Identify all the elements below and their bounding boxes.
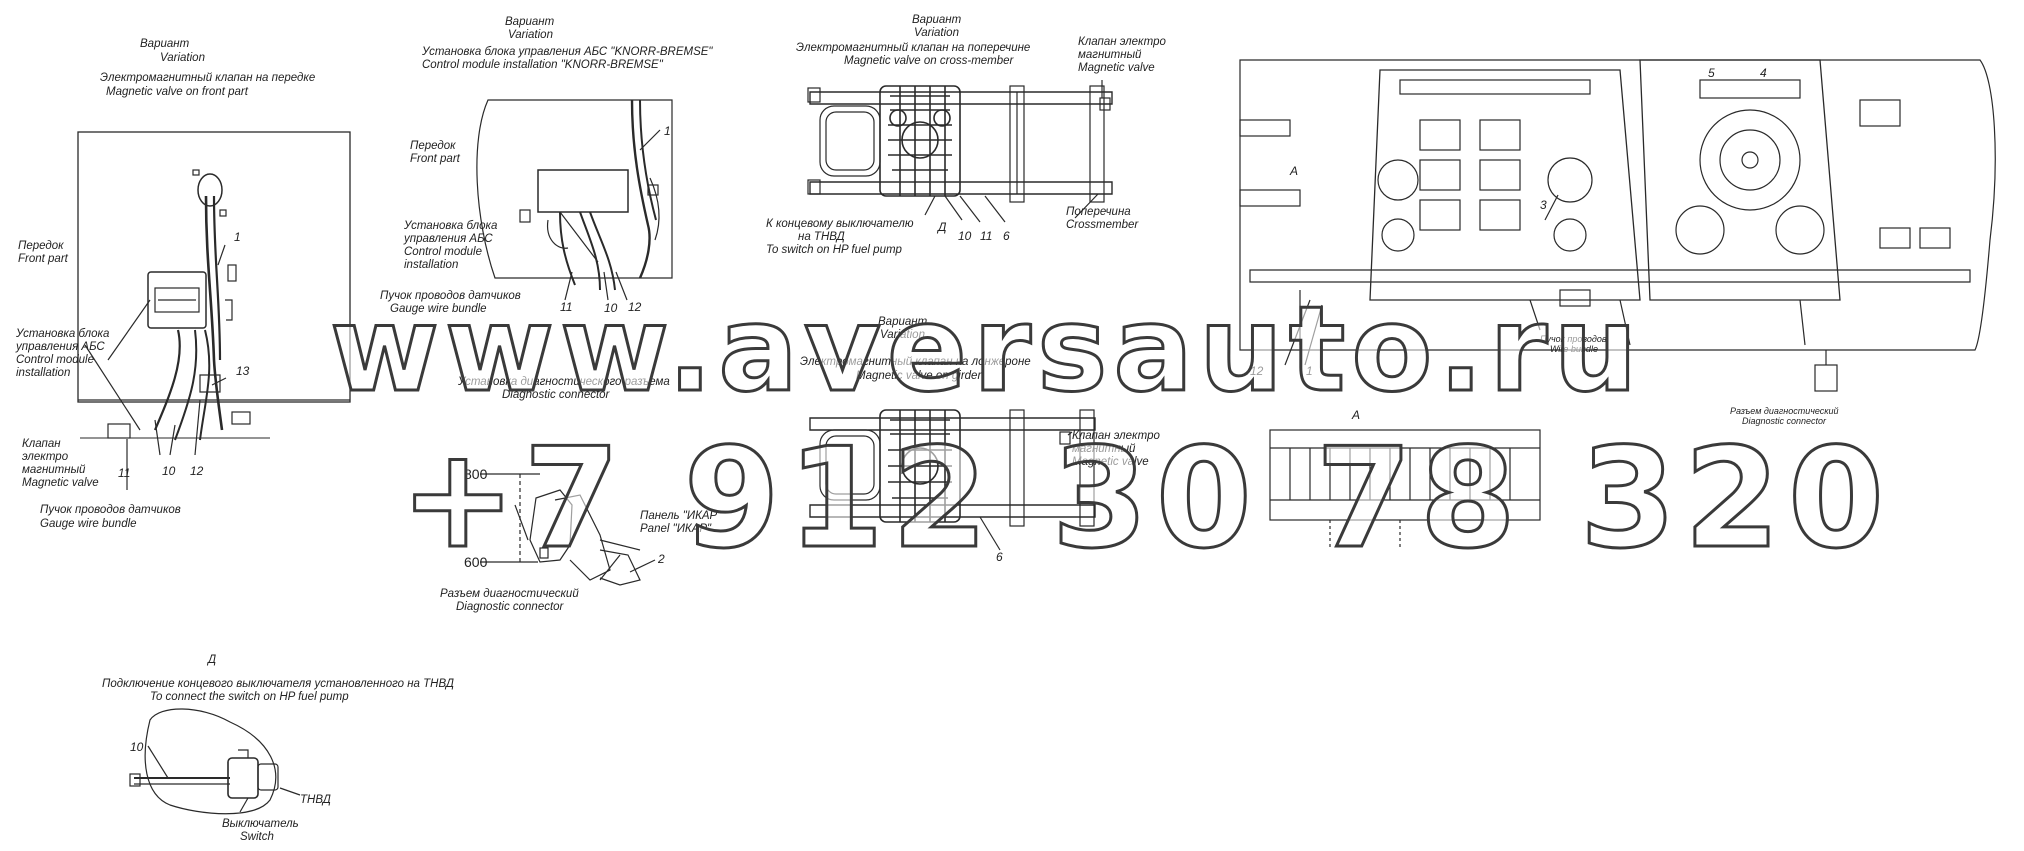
dash-callout-5: 5	[1708, 66, 1715, 80]
d-sub-en: To connect the switch on HP fuel pump	[150, 691, 349, 703]
fp-ctrl-en2: installation	[16, 367, 71, 379]
d-tnvd: ТНВД	[300, 794, 331, 806]
kb-ctrl-en2: installation	[404, 259, 459, 271]
dc-dim-800: 800	[464, 466, 488, 482]
fp-mv-ru1: Клапан	[22, 438, 61, 450]
kb-callout-10: 10	[604, 301, 618, 315]
fp-valve-ru: Электромагнитный клапан на передке	[100, 72, 316, 84]
dc-title-en: Diagnostic connector	[502, 389, 610, 401]
callout-11: 11	[118, 466, 131, 480]
gd-callout-6: 6	[996, 550, 1003, 564]
callout-12: 12	[190, 464, 204, 478]
kb-ctrl-ru2: управления АБС	[404, 233, 493, 245]
cm-cross-ru: Поперечина	[1066, 206, 1131, 218]
kb-title-ru: Установка блока управления АБС "KNORR-BR…	[422, 46, 713, 58]
cm-callout-d: Д	[938, 220, 947, 234]
view-a-drawing	[1269, 429, 1541, 550]
cross-member-chassis-drawing	[807, 80, 1113, 223]
kb-front-en: Front part	[410, 153, 460, 165]
dc-panel-en: Panel "ИКАР"	[640, 523, 712, 535]
gd-title-ru: Электромагнитный клапан на лонжероне	[800, 356, 1031, 368]
callout-13: 13	[236, 364, 250, 378]
cm-callout-10: 10	[958, 229, 972, 243]
fp-ctrl-ru1: Установка блока	[16, 328, 110, 340]
kb-front-ru: Передок	[410, 140, 456, 152]
dash-callout-12: 12	[1250, 364, 1264, 378]
fp-gauge-en: Gauge wire bundle	[40, 518, 137, 530]
fp-variant-label: Вариант	[140, 38, 190, 50]
callout-1: 1	[234, 230, 241, 244]
cm-switch-ru2: на ТНВД	[798, 231, 845, 243]
cm-callout-11: 11	[980, 229, 993, 243]
fp-front-en: Front part	[18, 253, 68, 265]
kb-variation-label: Variation	[508, 29, 553, 41]
diagnostic-connector-drawing	[480, 473, 656, 586]
fp-ctrl-en1: Control module	[16, 354, 94, 366]
fp-mv-ru3: магнитный	[22, 464, 86, 476]
dc-conn-ru: Разъем диагностический	[440, 588, 579, 600]
dash-wire-en: Wire bundle	[1550, 344, 1598, 354]
gd-title-en: Magnetic valve on girder	[856, 370, 982, 382]
cm-variation-label: Variation	[914, 27, 959, 39]
gd-mv-ru2: магнитный	[1072, 443, 1136, 455]
cm-mv-ru2: магнитный	[1078, 49, 1142, 61]
knorr-bremse-drawing	[476, 99, 673, 301]
dash-diag-en: Diagnostic connector	[1742, 416, 1827, 426]
dash-diag-ru: Разъем диагностический	[1730, 406, 1839, 416]
d-callout-10: 10	[130, 740, 144, 754]
gd-variant-label: Вариант	[878, 316, 928, 328]
dc-callout-2: 2	[658, 552, 665, 566]
dc-panel-ru: Панель "ИКАР"	[640, 510, 722, 522]
kb-callout-12: 12	[628, 300, 642, 314]
cm-callout-6: 6	[1003, 229, 1010, 243]
fp-variation-label: Variation	[160, 52, 205, 64]
kb-callout-1: 1	[664, 124, 671, 138]
fp-mv-en: Magnetic valve	[22, 477, 99, 489]
d-title: Д	[208, 654, 217, 666]
cm-switch-en: To switch on HP fuel pump	[766, 244, 902, 256]
girder-chassis-drawing	[809, 409, 1096, 551]
kb-gauge-en: Gauge wire bundle	[390, 303, 487, 315]
kb-gauge-ru: Пучок проводов датчиков	[380, 290, 521, 302]
kb-variant-label: Вариант	[505, 16, 555, 28]
gd-mv-en: Magnetic valve	[1072, 456, 1149, 468]
d-sub-ru: Подключение концевого выключателя устано…	[102, 678, 454, 690]
dc-dim-600: 600	[464, 554, 488, 570]
dash-callout-1: 1	[1306, 364, 1313, 378]
callout-10: 10	[162, 464, 176, 478]
d-switch-ru: Выключатель	[222, 818, 299, 830]
dash-callout-a: А	[1290, 164, 1299, 178]
gd-mv-ru1: Клапан электро	[1072, 430, 1160, 442]
fp-ctrl-ru2: управления АБС	[16, 341, 105, 353]
cm-cross-en: Crossmember	[1066, 219, 1139, 231]
fp-mv-ru2: электро	[22, 451, 69, 463]
gd-variation-label: Variation	[880, 329, 925, 341]
cm-switch-ru1: К концевому выключателю	[766, 218, 914, 230]
cm-mv-en: Magnetic valve	[1078, 62, 1155, 74]
dash-wire-ru: Пучок проводов	[1540, 334, 1607, 344]
dc-conn-en: Diagnostic connector	[456, 601, 564, 613]
cm-mv-ru1: Клапан электро	[1078, 36, 1166, 48]
cm-variant-label: Вариант	[912, 14, 962, 26]
kb-ctrl-ru1: Установка блока	[404, 220, 498, 232]
dc-title-ru: Установка диагностического разъема	[458, 376, 670, 388]
dash-callout-4: 4	[1760, 66, 1767, 80]
kb-ctrl-en1: Control module	[404, 246, 482, 258]
front-part-drawing	[77, 131, 351, 490]
view-a-label: А	[1352, 408, 1361, 422]
d-switch-en: Switch	[240, 831, 274, 843]
dash-callout-3: 3	[1540, 198, 1547, 212]
cm-title-ru: Электромагнитный клапан на поперечине	[796, 42, 1031, 54]
detail-d-drawing	[129, 708, 301, 815]
cm-title-en: Magnetic valve on cross-member	[844, 55, 1014, 67]
fp-valve-en: Magnetic valve on front part	[106, 86, 248, 98]
fp-front-ru: Передок	[18, 240, 64, 252]
dashboard-drawing	[1239, 59, 1996, 392]
kb-title-en: Control module installation "KNORR-BREMS…	[422, 59, 663, 71]
fp-gauge-ru: Пучок проводов датчиков	[40, 504, 181, 516]
kb-callout-11: 11	[560, 300, 573, 314]
